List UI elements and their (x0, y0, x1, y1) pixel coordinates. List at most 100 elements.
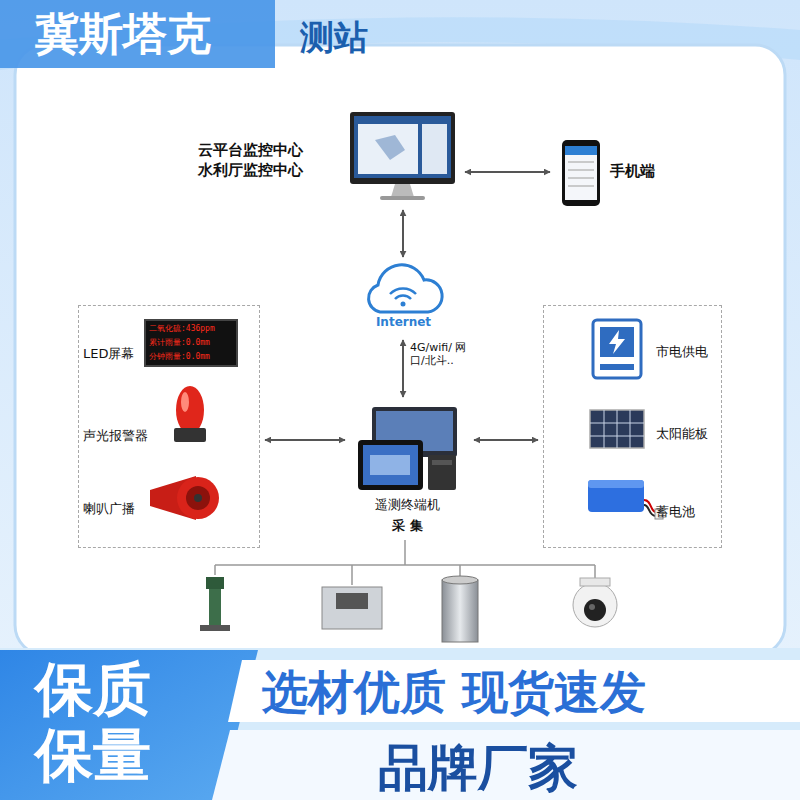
sensor-pictures (580, 578, 610, 586)
led-readout: 累计雨量:0.0mm (149, 338, 210, 348)
monitor-picture (380, 196, 425, 200)
led-screen-picture (145, 320, 237, 366)
power-item: 市电供电 (656, 341, 712, 363)
led-screen-picture (145, 320, 237, 366)
node-text: 太阳能板 (656, 426, 708, 443)
monitor-picture (375, 135, 405, 160)
rtu-picture (428, 455, 456, 490)
battery-icon (588, 480, 663, 519)
double-arrow (402, 340, 404, 397)
brand-banner (0, 0, 275, 68)
node-text: LED屏幕 (83, 346, 134, 363)
horn-picture (150, 476, 219, 520)
battery-icon (588, 480, 644, 488)
sensor-pictures (573, 583, 617, 627)
monitor-picture (350, 112, 455, 200)
monitor-center: 云平台监控中心 水利厅监控中心 (198, 108, 460, 205)
sensor-pictures (442, 576, 478, 584)
link-label: 4G/wifi/ 网口/北斗.. (410, 341, 472, 367)
phone-picture (568, 177, 594, 179)
horn-picture (177, 477, 219, 519)
double-arrow (402, 210, 404, 257)
horn-picture (186, 486, 210, 510)
node-text: 蓄电池 (656, 504, 695, 521)
monitor-picture (422, 124, 447, 174)
device-item: 声光报警器 (83, 425, 152, 447)
cloud-picture (395, 296, 411, 299)
node-text: 遥测终端机 (350, 497, 465, 514)
bottom-band (212, 730, 800, 800)
power-supply-group: 市电供电太阳能板蓄电池 (543, 305, 722, 548)
mains-power-icon (600, 364, 634, 370)
cloud-picture (369, 265, 443, 312)
battery-icon (588, 480, 644, 512)
sensor-bracket (215, 540, 595, 585)
monitor-picture (358, 124, 418, 174)
double-arrow (465, 171, 550, 173)
cloud-picture (390, 288, 416, 294)
sensor-pictures (322, 587, 382, 629)
node-text: 手机端 (610, 162, 655, 182)
phone-picture (562, 140, 600, 206)
rtu-picture (358, 407, 457, 490)
alarm-picture (181, 392, 189, 412)
slogan: 选材优质 现货速发 (262, 665, 646, 720)
device-item: 喇叭广播 (83, 498, 139, 520)
sensor-pictures (206, 577, 224, 589)
phone-picture (565, 146, 597, 155)
sensor-pictures (589, 604, 595, 610)
phone-picture (568, 169, 594, 171)
power-item: 太阳能板 (656, 423, 712, 445)
sensor-pictures (200, 625, 230, 631)
rtu-picture (432, 460, 452, 465)
title-fragment: 测站 (300, 17, 368, 58)
solar-panel-icon (590, 410, 644, 448)
rtu-picture (358, 440, 423, 490)
battery-icon (644, 505, 656, 516)
telemetry-terminal: 遥测终端机采 集 (350, 402, 469, 537)
phone-picture (568, 161, 594, 163)
brand-watermark: 冀斯塔克 (35, 8, 211, 61)
internet-cloud: Internet (362, 262, 449, 335)
phone-picture (568, 185, 594, 187)
node-text: 采 集 (350, 518, 465, 535)
mains-power-icon (593, 320, 641, 378)
power-item: 蓄电池 (656, 501, 699, 523)
phone-client: 手机端 (555, 135, 680, 210)
slogan: 保质 保量 (35, 656, 165, 788)
device-item: LED屏幕 (83, 343, 139, 365)
page-ground (15, 45, 785, 655)
alarm-picture (174, 428, 206, 442)
monitor-picture (391, 184, 414, 197)
sensor-pictures (584, 599, 606, 621)
solar-panel-icon (590, 410, 644, 448)
sensor-pictures (336, 593, 368, 609)
node-text: Internet (362, 315, 445, 331)
rtu-picture (370, 455, 410, 475)
brand-banner (0, 0, 275, 68)
bottom-band (0, 648, 800, 800)
mains-power-icon (593, 320, 641, 378)
alarm-picture (176, 386, 204, 434)
cloud-picture (401, 302, 406, 307)
horn-picture (194, 494, 202, 502)
mains-power-icon (600, 327, 634, 357)
solar-panel-icon (590, 410, 644, 448)
node-text: 云平台监控中心 水利厅监控中心 (198, 141, 320, 180)
alarm-picture (174, 386, 206, 442)
node-text: 市电供电 (656, 344, 708, 361)
rtu-picture (363, 445, 418, 485)
monitor-picture (354, 116, 451, 178)
double-arrow (474, 439, 538, 441)
sensor-pictures (209, 589, 221, 629)
node-text: 喇叭广播 (83, 501, 135, 518)
bottom-band (228, 660, 800, 722)
sensor-pictures (442, 580, 478, 642)
double-arrow (265, 439, 345, 441)
cloud-picture (369, 265, 443, 312)
phone-picture (562, 140, 600, 206)
led-readout: 二氧化硫:436ppm (149, 324, 215, 334)
